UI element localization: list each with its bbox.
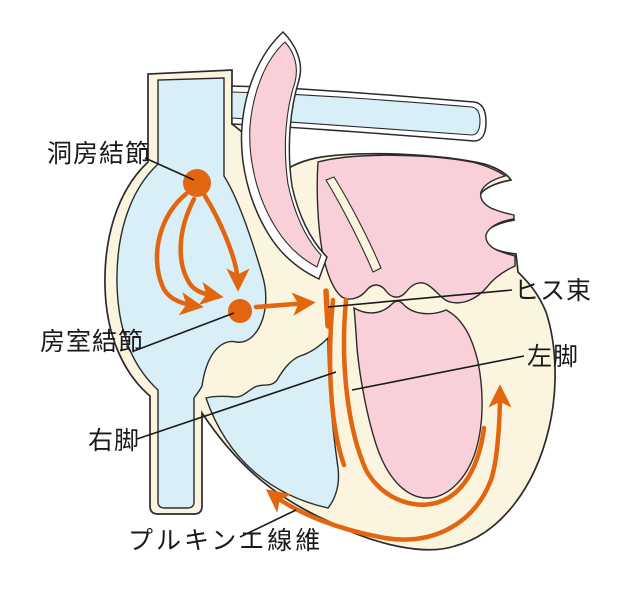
aorta-vessel (240, 30, 328, 281)
sa-node-leader (144, 157, 195, 181)
internodal-path-left (154, 191, 204, 316)
leader-lines (133, 157, 525, 538)
his-bundle-segment (323, 288, 331, 329)
label-purkinje: プルキンエ線維 (128, 526, 324, 555)
av-to-his-arrow (253, 292, 316, 316)
internodal-path-right (202, 193, 250, 292)
av-node-dot (228, 299, 252, 323)
label-right-bundle: 右脚 (88, 426, 141, 455)
label-left-bundle: 左脚 (527, 342, 580, 371)
label-his-bundle: ヒス束 (514, 276, 593, 305)
his-bundle-leader (327, 289, 513, 308)
purkinje-fiber-loop (265, 384, 512, 542)
left-atrium (316, 154, 516, 304)
left-bundle-leader (351, 355, 525, 391)
label-sa-node: 洞房結節 (47, 139, 152, 168)
aortic-root-strip (325, 176, 382, 273)
right-bundle-leader (136, 371, 337, 440)
av-node-leader (133, 312, 235, 352)
internodal-path-middle (178, 196, 224, 305)
conduction-system (154, 169, 512, 542)
sa-node-dot (183, 169, 211, 197)
purkinje-leader (239, 509, 297, 538)
label-av-node: 房室結節 (40, 327, 145, 356)
